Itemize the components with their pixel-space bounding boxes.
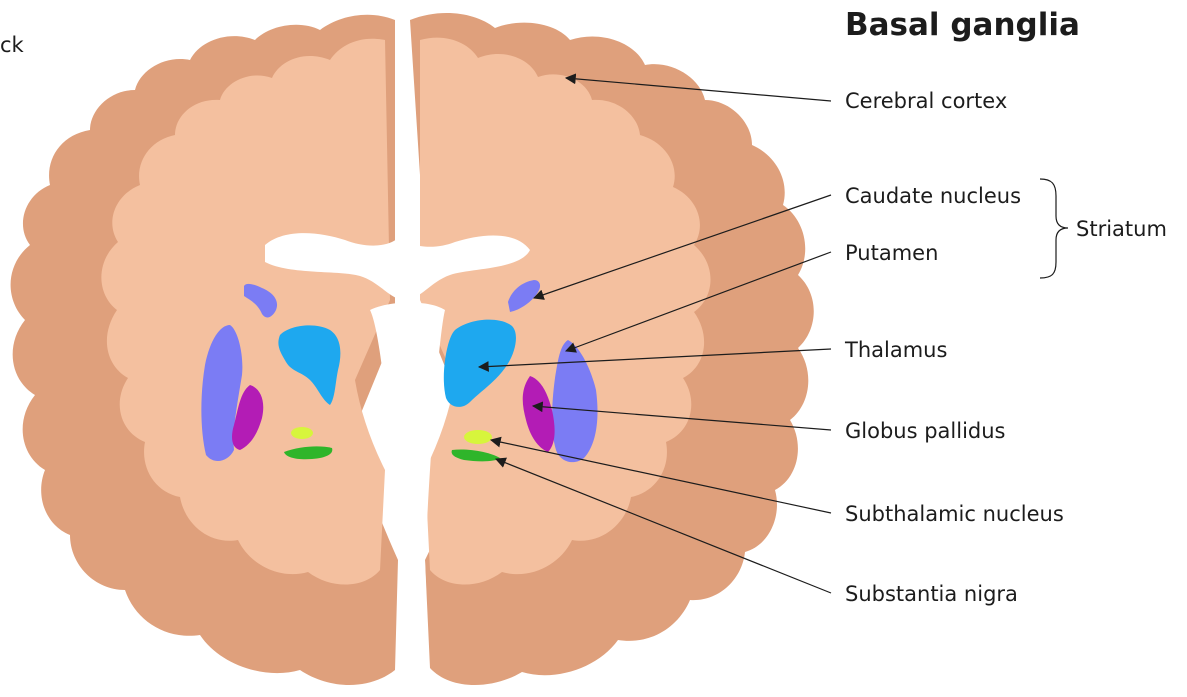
striatum-brace [1040,179,1068,278]
diagram-title: Basal ganglia [845,7,1080,43]
label-subthalamic-nucleus: Subthalamic nucleus [845,502,1064,526]
left-subthalamic-nucleus [291,427,313,439]
right-subthalamic-nucleus [464,430,492,444]
label-substantia-nigra: Substantia nigra [845,582,1018,606]
brain-coronal-section [11,13,814,697]
longitudinal-fissure [395,20,410,236]
label-globus-pallidus: Globus pallidus [845,419,1006,443]
label-putamen: Putamen [845,241,938,265]
label-caudate-nucleus: Caudate nucleus [845,184,1021,208]
corner-text-fragment: ck [0,33,25,57]
label-cerebral-cortex: Cerebral cortex [845,89,1007,113]
label-striatum: Striatum [1076,217,1167,241]
label-thalamus: Thalamus [844,338,947,362]
